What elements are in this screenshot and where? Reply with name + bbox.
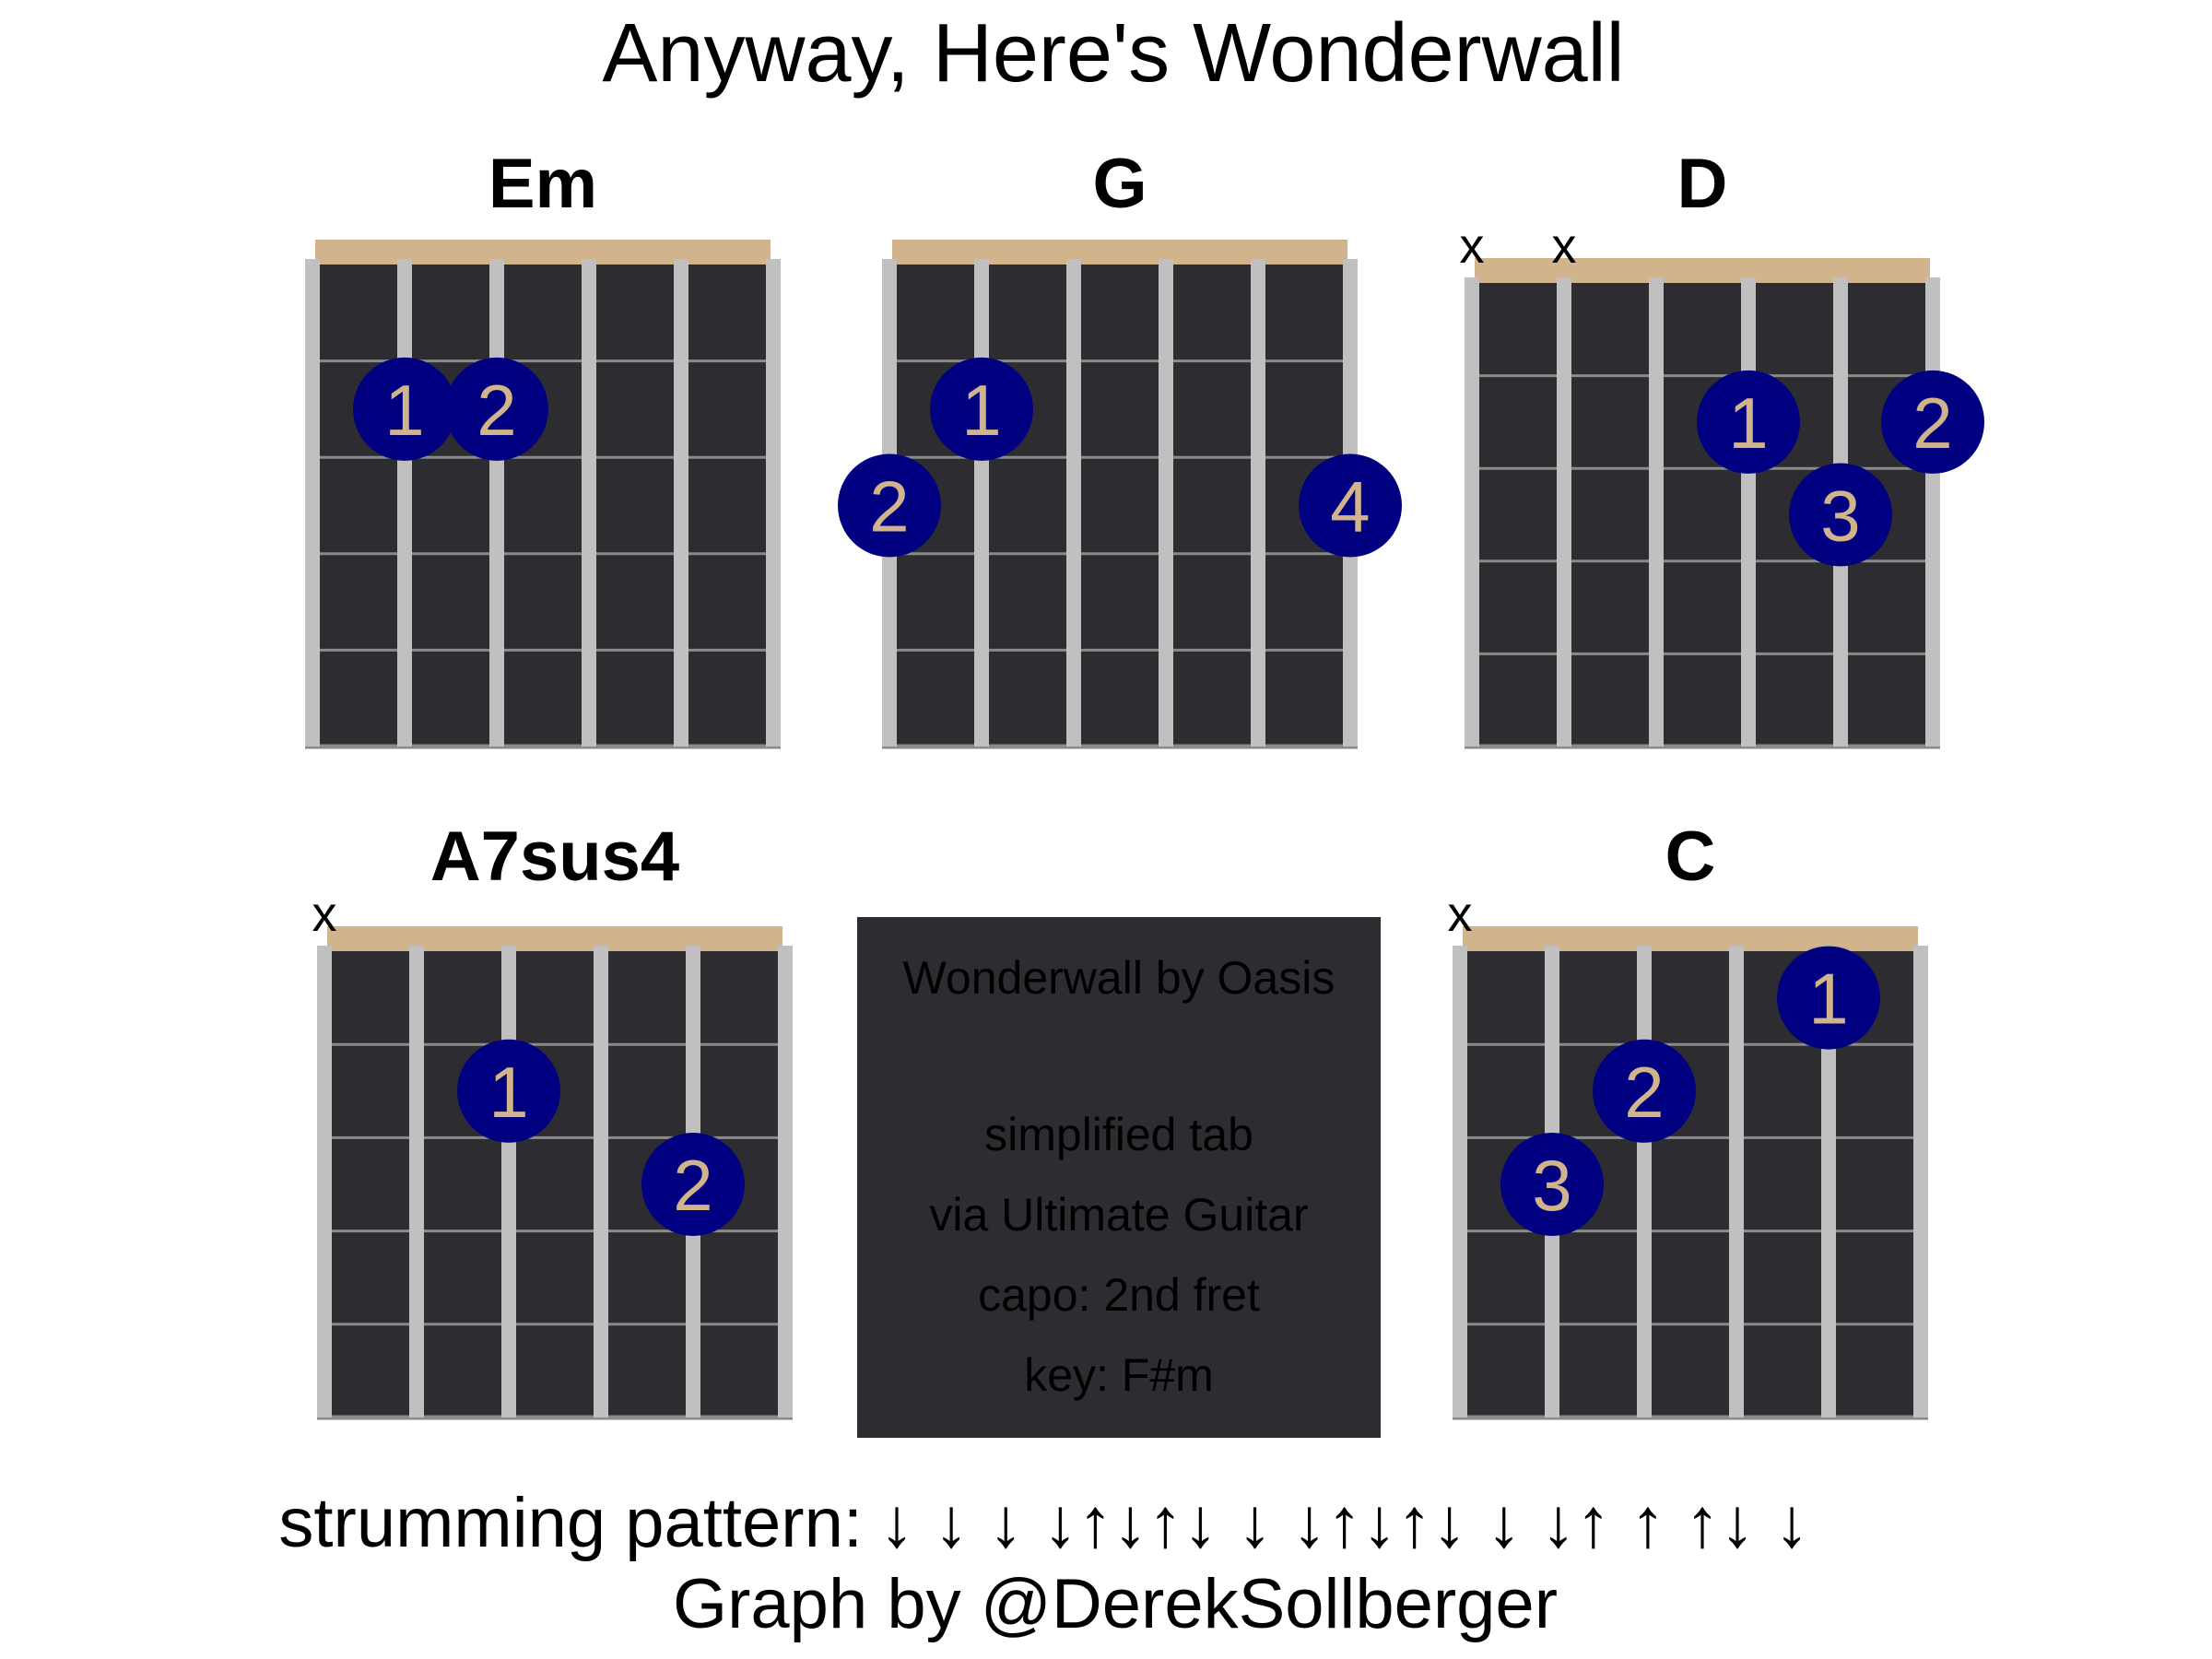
chart-title: Anyway, Here's Wonderwall — [602, 7, 1624, 100]
fretboard — [885, 265, 1355, 747]
muted-string-marker: x — [312, 887, 337, 942]
fretboard — [308, 265, 778, 747]
chord-name: A7sus4 — [430, 818, 679, 896]
finger-dot — [1881, 370, 1984, 474]
finger-number: 1 — [961, 370, 1001, 451]
finger-dots: 12 — [457, 1039, 745, 1236]
chord-name: C — [1665, 818, 1716, 896]
finger-dots: 1 23 — [1500, 946, 1880, 1236]
strumming-label: strumming pattern: — [278, 1484, 863, 1562]
credit: Graph by @DerekSollberger — [673, 1565, 1558, 1643]
finger-dot — [1777, 946, 1880, 1050]
finger-number: 2 — [477, 370, 516, 451]
chord-diagram-2: Dx x 1 23 — [1460, 145, 1984, 749]
finger-number: 2 — [1912, 382, 1952, 464]
finger-dot — [641, 1133, 745, 1236]
nut — [327, 926, 782, 951]
finger-dot — [445, 357, 548, 461]
finger-dots: 1 23 — [1697, 370, 1984, 567]
chord-name: G — [1092, 145, 1147, 223]
finger-dot — [838, 453, 941, 558]
chord-diagram-4: Cx 1 23 — [1448, 818, 1928, 1420]
finger-dot — [457, 1039, 560, 1143]
muted-string-marker: x — [1552, 218, 1577, 274]
info-box-background — [857, 917, 1381, 1438]
finger-dot — [1299, 453, 1402, 558]
info-capo: capo: 2nd fret — [978, 1269, 1260, 1321]
finger-number: 1 — [1728, 382, 1768, 464]
finger-number: 3 — [1532, 1145, 1571, 1226]
finger-number: 1 — [488, 1052, 528, 1133]
finger-dots: 12 4 — [838, 357, 1402, 558]
info-song: Wonderwall by Oasis — [903, 952, 1335, 1004]
chord-name: Em — [488, 145, 597, 223]
finger-dot — [1500, 1133, 1604, 1236]
finger-number: 2 — [673, 1145, 712, 1226]
nut — [892, 240, 1347, 265]
muted-string-marker: x — [1448, 887, 1473, 942]
chord-name: D — [1677, 145, 1728, 223]
finger-number: 1 — [1808, 959, 1848, 1040]
finger-dot — [353, 357, 456, 461]
info-source: via Ultimate Guitar — [929, 1189, 1308, 1241]
info-box: Wonderwall by Oasis simplified tab via U… — [857, 917, 1381, 1438]
info-tab-type: simplified tab — [984, 1109, 1253, 1160]
finger-number: 2 — [1624, 1052, 1664, 1133]
finger-number: 3 — [1820, 476, 1860, 557]
strumming-pattern: ↓ ↓ ↓ ↓↑↓↑↓ ↓ ↓↑↓↑↓ ↓ ↓↑ ↑ ↑↓ ↓ — [879, 1484, 1809, 1562]
finger-number: 2 — [869, 466, 909, 547]
finger-number: 1 — [384, 370, 424, 451]
nut — [1475, 258, 1930, 283]
chord-diagram-1: G 12 4 — [838, 145, 1402, 749]
finger-dot — [930, 357, 1033, 461]
finger-dot — [1789, 463, 1892, 567]
nut — [315, 240, 771, 265]
finger-dot — [1697, 370, 1800, 474]
muted-string-marker: x — [1460, 218, 1485, 274]
info-key: key: F#m — [1024, 1349, 1214, 1401]
nut — [1463, 926, 1918, 951]
finger-dot — [1593, 1039, 1696, 1143]
finger-number: 4 — [1330, 466, 1370, 547]
